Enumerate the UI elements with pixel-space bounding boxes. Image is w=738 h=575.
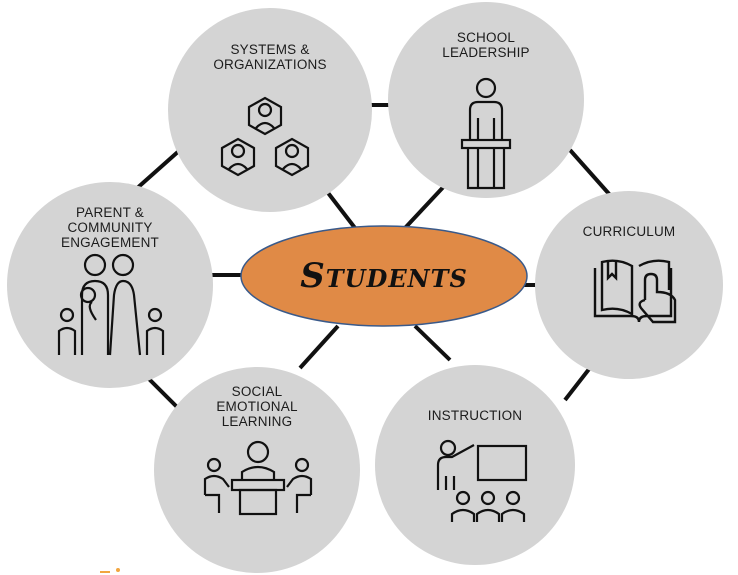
book-pointer-icon: [593, 259, 677, 324]
center-label: Students: [300, 256, 468, 296]
label-systems-organizations: SYSTEMS & ORGANIZATIONS: [213, 42, 327, 72]
node-circle-leadership: [388, 2, 584, 198]
connector-leadership-curriculum: [568, 148, 612, 197]
label-instruction: INSTRUCTION: [427, 408, 523, 423]
label-social-emotional-learning: SOCIAL EMOTIONAL LEARNING: [216, 384, 298, 429]
node-circle-instruction: [375, 365, 575, 565]
spoke-instruction: [413, 324, 452, 362]
label-parent-community-engagement: PARENT & COMMUNITY ENGAGEMENT: [60, 205, 160, 250]
family-icon: [57, 253, 165, 356]
node-circle-curriculum: [535, 191, 723, 379]
topic-nodes: [7, 2, 723, 573]
node-circle-sel: [154, 367, 360, 573]
connector-sel-parent: [143, 373, 182, 412]
podium-speaker-icon: [460, 77, 512, 190]
center-ellipse: [240, 225, 528, 327]
connector-parent-systems: [133, 148, 182, 192]
teacher-board-icon: [436, 439, 528, 522]
label-school-leadership: SCHOOL LEADERSHIP: [442, 30, 530, 60]
meeting-table-icon: [203, 440, 313, 516]
group-hexagons-icon: [220, 96, 310, 177]
label-curriculum: CURRICULUM: [582, 224, 676, 239]
spoke-leadership: [403, 180, 450, 230]
spoke-sel: [298, 324, 340, 370]
sun-mark: [100, 568, 120, 573]
